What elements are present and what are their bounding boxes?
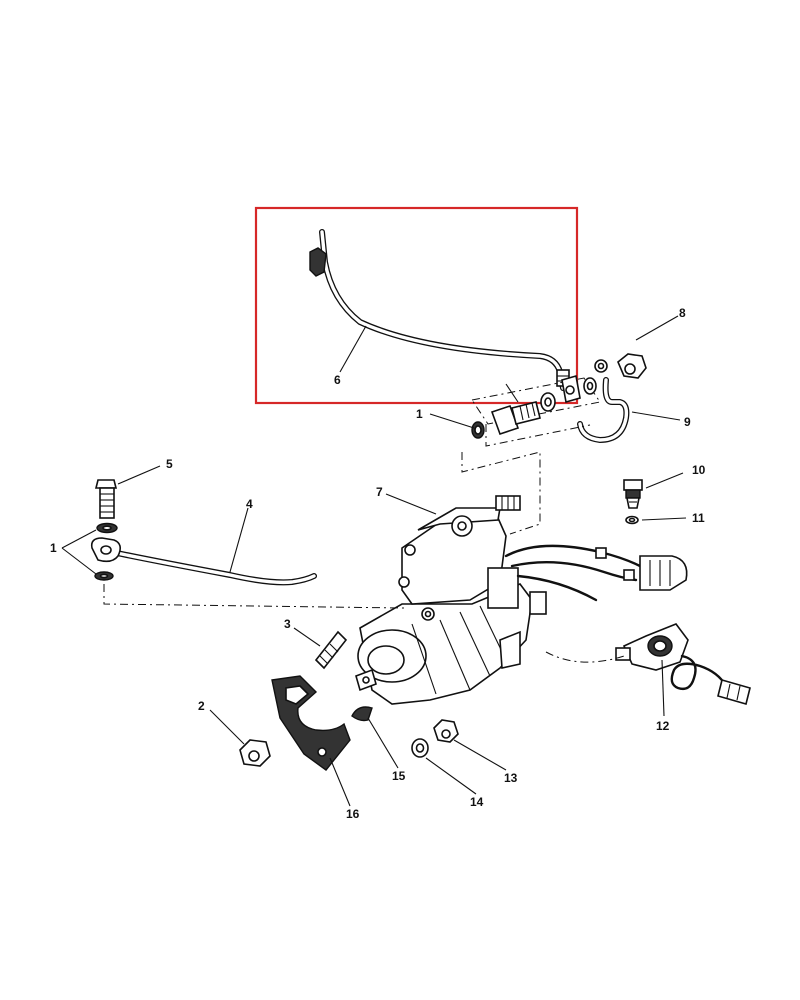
part-1-washer-lower[interactable]: [94, 571, 114, 581]
part-3-stud[interactable]: [314, 630, 348, 670]
part-15-woodruff-key[interactable]: [351, 706, 373, 722]
part-16-gasket[interactable]: [271, 675, 351, 771]
callout-5: 5: [166, 457, 173, 471]
callout-16: 16: [346, 807, 360, 821]
part-13-nut[interactable]: [433, 719, 459, 743]
part-10-sensor[interactable]: [623, 479, 643, 509]
callout-14: 14: [470, 795, 484, 809]
highlight-box-part-6: [254, 206, 579, 405]
part-12-stop-solenoid[interactable]: [615, 623, 751, 705]
part-14-washer[interactable]: [411, 738, 429, 758]
part-1-washer-upper[interactable]: [96, 522, 118, 534]
part-4-injector-pipe[interactable]: [90, 537, 317, 586]
callout-2: 2: [198, 699, 205, 713]
callout-1-upper: 1: [416, 407, 423, 421]
callout-12: 12: [656, 719, 670, 733]
leader-lines: [61, 315, 687, 807]
part-11-washer[interactable]: [625, 515, 639, 525]
callout-6: 6: [334, 373, 341, 387]
part-2-nut[interactable]: [239, 739, 271, 767]
part-6-fuel-pipe[interactable]: [309, 229, 570, 391]
callout-15: 15: [392, 769, 406, 783]
callout-4: 4: [246, 497, 253, 511]
callout-1-left: 1: [50, 541, 57, 555]
part-8-nut[interactable]: [594, 353, 647, 379]
callout-8: 8: [679, 306, 686, 320]
banjo-fitting-assembly[interactable]: [471, 374, 601, 447]
part-5-banjo-bolt[interactable]: [94, 479, 118, 519]
callout-11: 11: [692, 511, 705, 525]
part-7-injection-pump[interactable]: [355, 495, 547, 705]
wiring-harness: [504, 544, 688, 602]
assembly-lines: [103, 451, 625, 663]
callout-numbers: 6 8 9 1 10 11 5 4 1 7 3 2 12 15 13 14 16: [50, 306, 706, 821]
callout-13: 13: [504, 771, 518, 785]
callout-10: 10: [692, 463, 706, 477]
callout-7: 7: [376, 485, 383, 499]
callout-3: 3: [284, 617, 291, 631]
part-9-return-pipe[interactable]: [577, 377, 630, 443]
callout-9: 9: [684, 415, 691, 429]
